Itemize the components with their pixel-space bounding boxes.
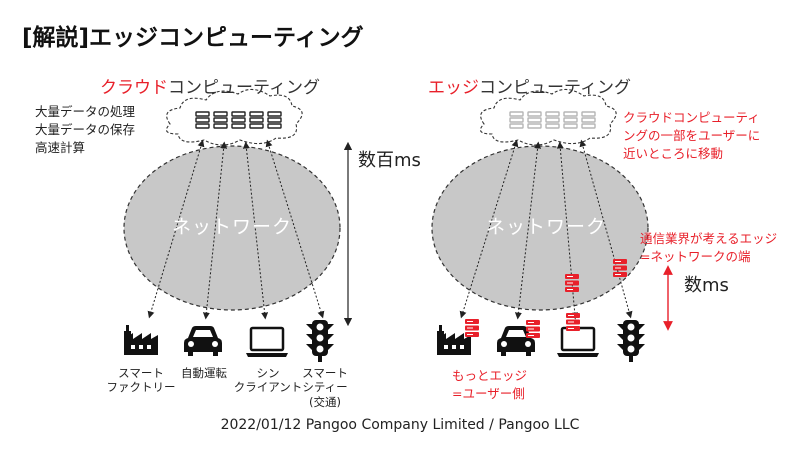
device-note-2: =ユーザー側 — [452, 386, 525, 401]
caption-line: シン — [256, 366, 280, 380]
right-heading: エッジコンピューティング — [428, 78, 631, 99]
edge-server-icon — [465, 319, 479, 337]
edge-note-1: 通信業界が考えるエッジ — [640, 231, 778, 246]
edge-server-icon — [566, 313, 580, 331]
traffic-caption: スマート シティー (交通) — [294, 366, 356, 409]
left-heading-accent: クラウド — [100, 78, 168, 98]
cloud-note-2: ングの一部をユーザーに — [623, 128, 761, 143]
caption-line: 自動運転 — [181, 366, 227, 380]
laptop-icon — [244, 326, 290, 359]
page-title: [解説]エッジコンピューティング — [22, 25, 364, 51]
car-icon — [184, 326, 222, 356]
left-heading: クラウドコンピューティング — [100, 78, 320, 99]
left-desc-1: 大量データの処理 — [35, 104, 136, 119]
factory-caption: スマート ファクトリー — [106, 366, 176, 395]
laptop-icon — [555, 326, 601, 359]
left-network-label: ネットワーク — [172, 216, 293, 238]
edge-server-icon — [526, 320, 540, 338]
right-cloud-servers-faded — [509, 111, 596, 129]
caption-line: スマート — [118, 366, 164, 380]
right-latency-label: 数ms — [684, 275, 729, 296]
caption-line: (交通) — [309, 394, 341, 409]
cloud-note-3: 近いところに移動 — [623, 146, 724, 161]
left-desc-3: 高速計算 — [35, 140, 86, 155]
traffic-light-icon — [617, 320, 645, 362]
left-cloud-servers — [195, 111, 282, 129]
footer-copyright: 2022/01/12 Pangoo Company Limited / Pang… — [220, 417, 580, 433]
right-connection-arrows — [459, 139, 633, 320]
edge-note-2: =ネットワークの端 — [640, 249, 751, 264]
caption-line: クライアント — [233, 380, 303, 395]
car-caption: 自動運転 — [168, 366, 240, 380]
left-heading-rest: コンピューティング — [168, 78, 320, 98]
caption-line: スマート — [302, 366, 348, 380]
caption-line: ファクトリー — [106, 380, 176, 395]
factory-icon — [124, 325, 158, 355]
edge-server-icon — [565, 274, 579, 292]
left-desc-2: 大量データの保存 — [35, 122, 136, 137]
edge-server-icon — [613, 259, 627, 277]
left-latency-label: 数百ms — [358, 150, 421, 171]
caption-line: シティー — [302, 380, 348, 395]
cloud-note-1: クラウドコンピューティ — [623, 110, 760, 125]
left-connection-arrows — [147, 139, 325, 320]
right-heading-accent: エッジ — [428, 78, 479, 98]
device-note-1: もっとエッジ — [452, 368, 528, 383]
traffic-light-icon — [306, 320, 334, 362]
right-network-label: ネットワーク — [486, 216, 607, 238]
laptop-caption: シン クライアント — [232, 366, 304, 395]
right-heading-rest: コンピューティング — [479, 78, 631, 98]
